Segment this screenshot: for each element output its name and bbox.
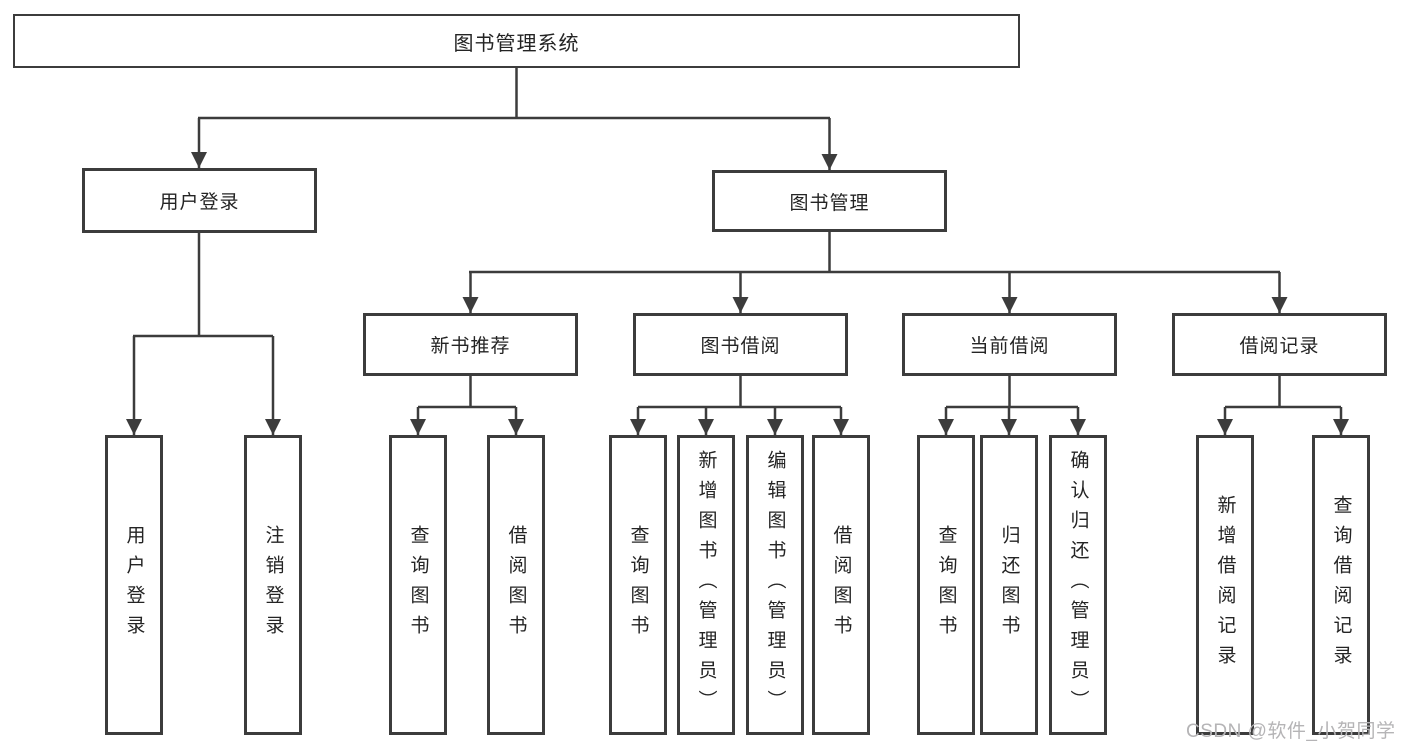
node-current-borrowing: 当前借阅 <box>902 313 1117 376</box>
node-label: 注销登录 <box>262 525 284 645</box>
node-label: 图书借阅 <box>700 336 781 357</box>
node-leaf-add-borrow-record: 新增借阅记录 <box>1196 435 1254 735</box>
node-label: 借阅图书 <box>830 525 852 645</box>
node-label: 归还图书 <box>998 525 1020 645</box>
node-label: 查询借阅记录 <box>1330 495 1352 675</box>
node-library-system: 图书管理系统 <box>13 14 1020 68</box>
node-label: 查询图书 <box>627 525 649 645</box>
node-label: 编辑图书（管理员） <box>764 450 786 720</box>
node-book-management: 图书管理 <box>712 170 947 232</box>
node-label: 借阅记录 <box>1239 336 1320 357</box>
node-label: 查询图书 <box>935 525 957 645</box>
node-label: 当前借阅 <box>969 336 1050 357</box>
node-label: 新书推荐 <box>430 336 511 357</box>
node-label: 查询图书 <box>407 525 429 645</box>
node-leaf-return-books: 归还图书 <box>980 435 1038 735</box>
node-borrowing-records: 借阅记录 <box>1172 313 1387 376</box>
node-leaf-query-books-1: 查询图书 <box>389 435 447 735</box>
node-leaf-logout: 注销登录 <box>244 435 302 735</box>
node-label: 用户登录 <box>123 525 145 645</box>
node-leaf-borrow-books-2: 借阅图书 <box>812 435 870 735</box>
node-label: 用户登录 <box>159 192 240 213</box>
node-leaf-query-borrow-record: 查询借阅记录 <box>1312 435 1370 735</box>
node-label: 新增借阅记录 <box>1214 495 1236 675</box>
node-leaf-borrow-books-1: 借阅图书 <box>487 435 545 735</box>
node-leaf-query-books-3: 查询图书 <box>917 435 975 735</box>
node-user-login: 用户登录 <box>82 168 317 233</box>
csdn-watermark: CSDN @软件_小贺同学 <box>1186 721 1396 742</box>
node-label: 确认归还（管理员） <box>1067 450 1089 720</box>
node-leaf-edit-books-admin: 编辑图书（管理员） <box>746 435 804 735</box>
node-leaf-user-login: 用户登录 <box>105 435 163 735</box>
node-label: 图书管理系统 <box>453 32 580 55</box>
node-label: 新增图书（管理员） <box>695 450 717 720</box>
node-new-book-recommend: 新书推荐 <box>363 313 578 376</box>
node-leaf-query-books-2: 查询图书 <box>609 435 667 735</box>
node-leaf-add-books-admin: 新增图书（管理员） <box>677 435 735 735</box>
node-label: 借阅图书 <box>505 525 527 645</box>
node-book-borrowing: 图书借阅 <box>633 313 848 376</box>
node-label: 图书管理 <box>789 192 870 214</box>
node-leaf-confirm-return-admin: 确认归还（管理员） <box>1049 435 1107 735</box>
